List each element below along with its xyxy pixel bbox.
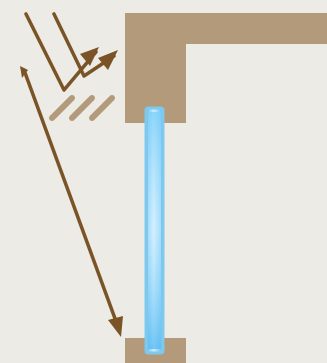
ray-transmitted [22, 68, 123, 337]
ray-reflected [24, 12, 116, 92]
ray-start-tick [20, 66, 28, 78]
reflection-hatch [49, 95, 115, 121]
overhang [125, 13, 327, 123]
glass-pane [144, 106, 165, 355]
reflection-ray-out [80, 47, 118, 70]
